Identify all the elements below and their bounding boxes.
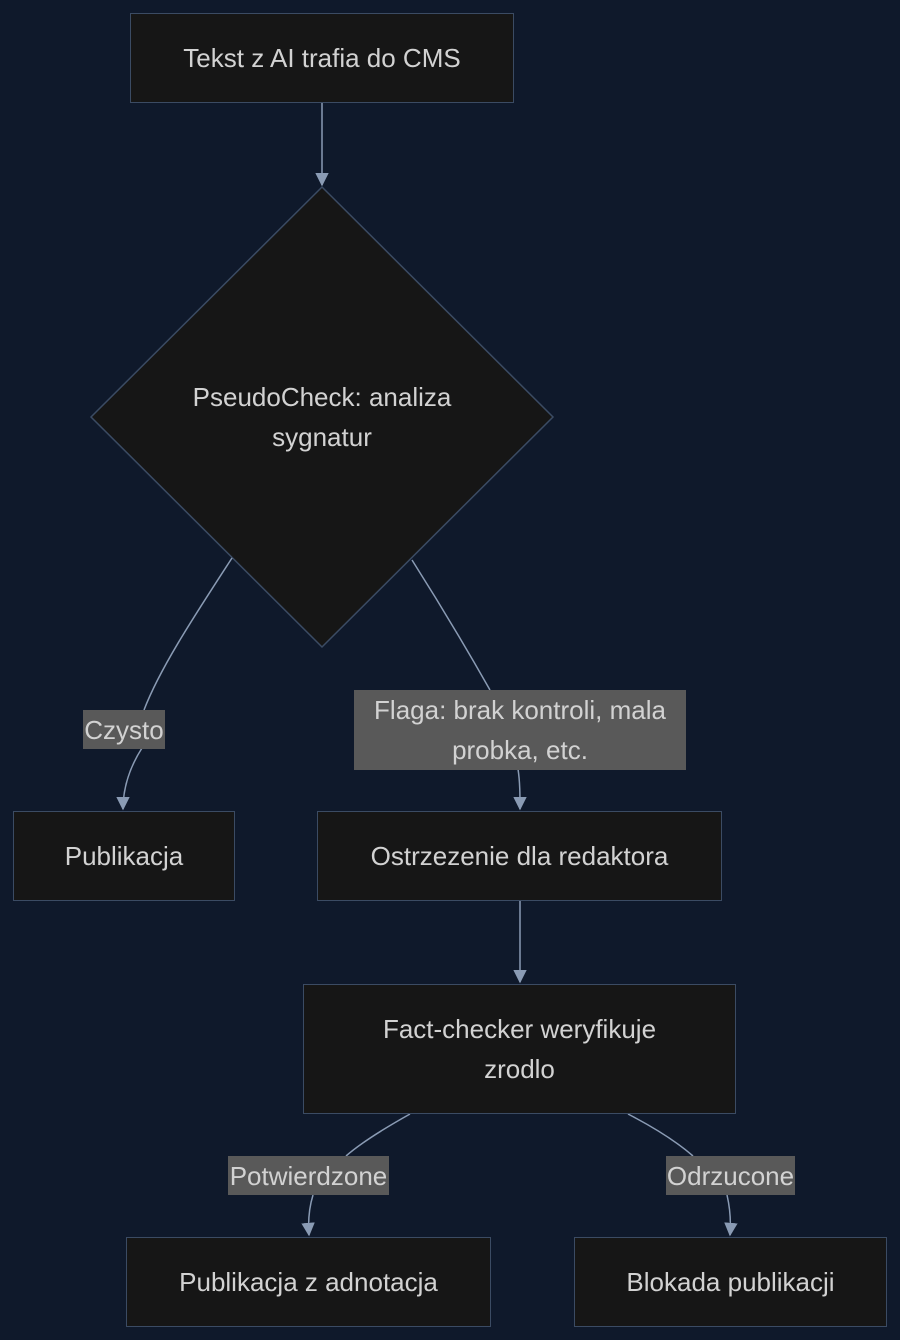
node-publish-label: Publikacja (64, 841, 184, 871)
edge-label-rejected: Odrzucone (666, 1156, 795, 1195)
node-start: Tekst z AI trafia do CMS (130, 13, 514, 103)
edge-decision-to-warning (411, 559, 520, 809)
node-publish-annotated-label: Publikacja z adnotacja (179, 1267, 438, 1297)
node-block-label: Blokada publikacji (626, 1267, 835, 1297)
edge-factcheck-to-block (627, 1113, 730, 1235)
decision-diamond (89, 185, 555, 649)
edge-label-flag: Flaga: brak kontroli, mala probka, etc. (354, 690, 686, 770)
node-block: Blokada publikacji (574, 1237, 887, 1327)
node-publish: Publikacja (13, 811, 235, 901)
node-decision-label: PseudoCheck: analiza sygnatur (192, 382, 452, 452)
edge-label-clean: Czysto (83, 710, 165, 749)
node-warning: Ostrzezenie dla redaktora (317, 811, 722, 901)
node-warning-label: Ostrzezenie dla redaktora (370, 841, 669, 871)
node-publish-annotated: Publikacja z adnotacja (126, 1237, 491, 1327)
node-factcheck-label: Fact-checker weryfikuje zrodlo (382, 1014, 657, 1084)
node-decision: PseudoCheck: analiza sygnatur (172, 377, 472, 457)
node-factcheck: Fact-checker weryfikuje zrodlo (303, 984, 736, 1114)
node-start-label: Tekst z AI trafia do CMS (183, 43, 461, 73)
edge-label-confirmed: Potwierdzone (228, 1156, 389, 1195)
edge-factcheck-to-publish-annotated (309, 1113, 411, 1235)
edge-decision-to-publish (123, 557, 233, 809)
